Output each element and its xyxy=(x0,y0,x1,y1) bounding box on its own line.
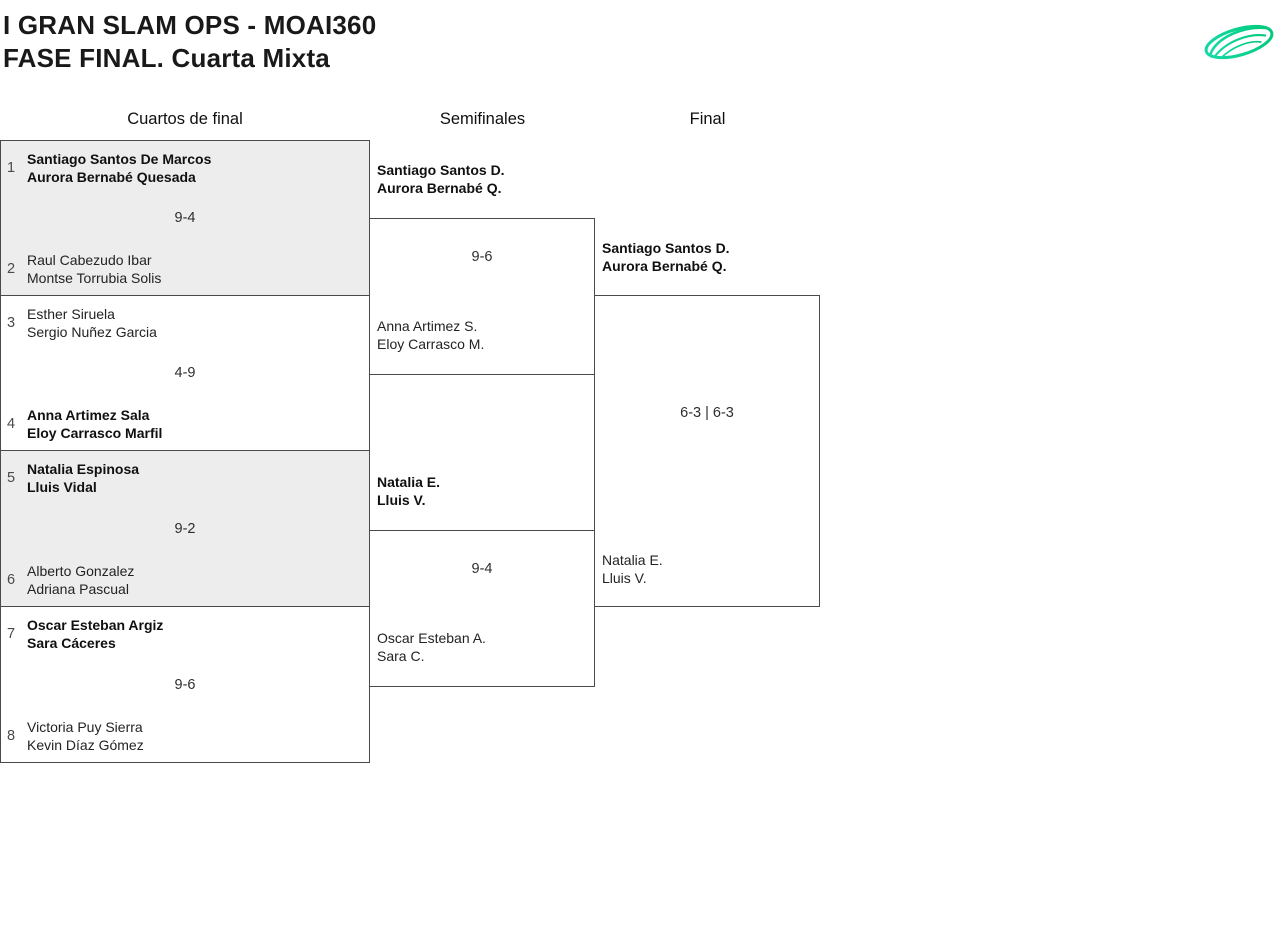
team-names: Santiago Santos De Marcos Aurora Bernabé… xyxy=(27,150,211,186)
final-top-team: Santiago Santos D. Aurora Bernabé Q. xyxy=(602,239,730,275)
team-row: 8 Victoria Puy Sierra Kevin Díaz Gómez xyxy=(1,718,369,754)
player-name: Sara C. xyxy=(377,648,425,664)
player-name: Santiago Santos D. xyxy=(377,162,505,178)
player-name: Alberto Gonzalez xyxy=(27,563,135,579)
seed-number: 1 xyxy=(6,160,16,176)
quarterfinal-match-2: 3 Esther Siruela Sergio Nuñez Garcia 4-9… xyxy=(0,295,370,451)
player-name: Esther Siruela xyxy=(27,306,115,322)
quarterfinal-match-3: 5 Natalia Espinosa Lluis Vidal 9-2 6 Alb… xyxy=(0,450,370,607)
seed-number: 3 xyxy=(6,315,16,331)
player-name: Lluis Vidal xyxy=(27,479,97,495)
team-row: 3 Esther Siruela Sergio Nuñez Garcia xyxy=(1,305,369,341)
moai360-logo-icon xyxy=(1204,24,1274,60)
semifinal-1-score: 9-6 xyxy=(471,249,493,265)
player-name: Aurora Bernabé Quesada xyxy=(27,169,196,185)
quarterfinal-match-4: 7 Oscar Esteban Argiz Sara Cáceres 9-6 8… xyxy=(0,606,370,763)
team-row: 4 Anna Artimez Sala Eloy Carrasco Marfil xyxy=(1,406,369,442)
seed-number: 2 xyxy=(6,261,16,277)
team-names: Oscar Esteban Argiz Sara Cáceres xyxy=(27,616,163,652)
tournament-subtitle: FASE FINAL. Cuarta Mixta xyxy=(3,43,330,73)
semifinal-2-top-team: Natalia E. Lluis V. xyxy=(377,473,440,509)
team-names: Alberto Gonzalez Adriana Pascual xyxy=(27,562,134,598)
team-row: 1 Santiago Santos De Marcos Aurora Berna… xyxy=(1,150,369,186)
match-score: 9-2 xyxy=(174,520,196,537)
player-name: Natalia Espinosa xyxy=(27,461,140,477)
final-score: 6-3 | 6-3 xyxy=(680,405,734,421)
player-name: Victoria Puy Sierra xyxy=(27,719,143,735)
player-name: Raul Cabezudo Ibar xyxy=(27,252,152,268)
player-name: Natalia E. xyxy=(602,552,663,568)
player-name: Santiago Santos D. xyxy=(602,240,730,256)
semifinal-2-bottom-team: Oscar Esteban A. Sara C. xyxy=(377,629,486,665)
tournament-title: I GRAN SLAM OPS - MOAI360 xyxy=(3,10,377,40)
semifinal-1-box xyxy=(369,218,595,375)
team-row: 6 Alberto Gonzalez Adriana Pascual xyxy=(1,562,369,598)
team-names: Anna Artimez Sala Eloy Carrasco Marfil xyxy=(27,406,162,442)
player-name: Oscar Esteban Argiz xyxy=(27,617,164,633)
round-header-semifinals: Semifinales xyxy=(439,110,526,128)
seed-number: 8 xyxy=(6,728,16,744)
seed-number: 6 xyxy=(6,572,16,588)
player-name: Montse Torrubia Solis xyxy=(27,270,162,286)
player-name: Lluis V. xyxy=(377,492,426,508)
seed-number: 4 xyxy=(6,416,16,432)
player-name: Aurora Bernabé Q. xyxy=(602,258,727,274)
round-header-quarterfinals: Cuartos de final xyxy=(127,110,243,128)
team-row: 2 Raul Cabezudo Ibar Montse Torrubia Sol… xyxy=(1,251,369,287)
player-name: Sara Cáceres xyxy=(27,635,116,651)
seed-number: 7 xyxy=(6,626,16,642)
match-score: 9-4 xyxy=(174,210,196,226)
player-name: Oscar Esteban A. xyxy=(377,630,486,646)
semifinal-1-top-team: Santiago Santos D. Aurora Bernabé Q. xyxy=(377,161,505,197)
semifinal-1-bottom-team: Anna Artimez S. Eloy Carrasco M. xyxy=(377,317,484,353)
seed-number: 5 xyxy=(6,470,16,486)
player-name: Sergio Nuñez Garcia xyxy=(27,324,157,340)
semifinal-2-score: 9-4 xyxy=(471,561,493,577)
player-name: Adriana Pascual xyxy=(27,581,129,597)
player-name: Aurora Bernabé Q. xyxy=(377,180,502,196)
semifinal-2-box xyxy=(369,530,595,687)
final-box xyxy=(594,295,820,607)
player-name: Anna Artimez Sala xyxy=(27,407,150,423)
page-header: I GRAN SLAM OPS - MOAI360 FASE FINAL. Cu… xyxy=(3,9,376,75)
player-name: Eloy Carrasco Marfil xyxy=(27,425,163,441)
round-header-final: Final xyxy=(689,110,726,128)
player-name: Natalia E. xyxy=(377,474,441,490)
team-row: 5 Natalia Espinosa Lluis Vidal xyxy=(1,460,369,496)
quarterfinal-match-1: 1 Santiago Santos De Marcos Aurora Berna… xyxy=(0,140,370,296)
match-score: 4-9 xyxy=(174,365,196,381)
team-row: 7 Oscar Esteban Argiz Sara Cáceres xyxy=(1,616,369,652)
player-name: Anna Artimez S. xyxy=(377,318,478,334)
player-name: Eloy Carrasco M. xyxy=(377,336,485,352)
player-name: Santiago Santos De Marcos xyxy=(27,151,212,167)
final-bottom-team: Natalia E. Lluis V. xyxy=(602,551,663,587)
match-score: 9-6 xyxy=(174,676,196,693)
player-name: Kevin Díaz Gómez xyxy=(27,737,144,753)
team-names: Esther Siruela Sergio Nuñez Garcia xyxy=(27,305,157,341)
team-names: Raul Cabezudo Ibar Montse Torrubia Solis xyxy=(27,251,161,287)
player-name: Lluis V. xyxy=(602,570,647,586)
team-names: Natalia Espinosa Lluis Vidal xyxy=(27,460,139,496)
team-names: Victoria Puy Sierra Kevin Díaz Gómez xyxy=(27,718,144,754)
